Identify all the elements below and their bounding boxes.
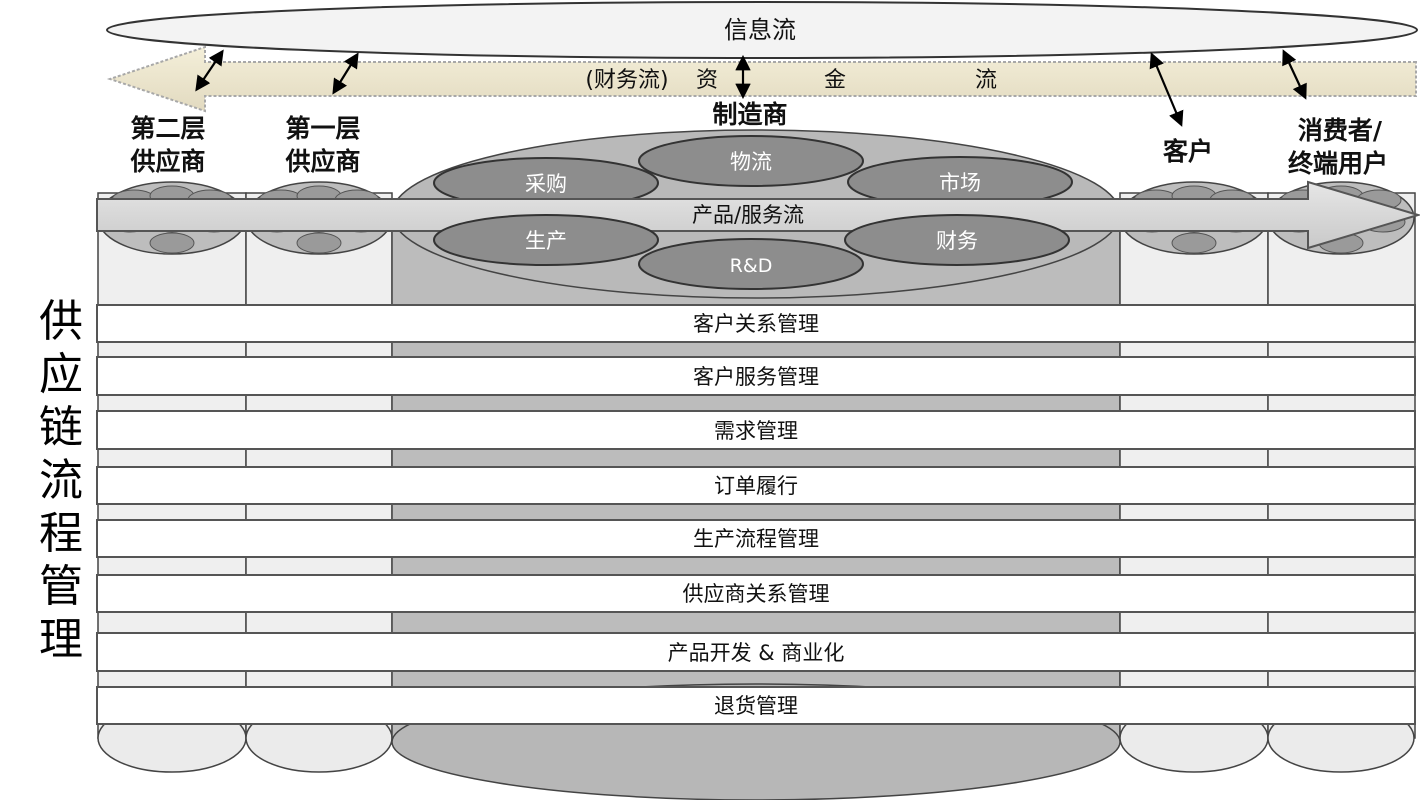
tier1-label-line1: 第一层 bbox=[285, 114, 360, 143]
vertical-title-char: 供 bbox=[39, 296, 83, 347]
process-label-order: 订单履行 bbox=[714, 474, 798, 498]
information-flow-ellipse bbox=[106, 1, 1418, 59]
production-ellipse bbox=[433, 214, 659, 266]
vertical-title-char: 链 bbox=[39, 402, 83, 453]
vertical-title-char: 应 bbox=[39, 349, 83, 400]
purchasing-label: 采购 bbox=[525, 172, 567, 196]
funds-flow-char-2: 金 bbox=[824, 68, 846, 93]
link-arrow-tier1 bbox=[332, 52, 359, 95]
process-bands bbox=[96, 304, 1416, 725]
process-label-product-dev: 产品开发 & 商业化 bbox=[668, 641, 845, 665]
finance-label: 财务 bbox=[936, 229, 978, 253]
finance-ellipse bbox=[844, 214, 1070, 266]
link-arrows bbox=[195, 49, 1307, 127]
process-label-csm: 客户服务管理 bbox=[693, 365, 819, 389]
funds-flow-prefix: (财务流) bbox=[585, 68, 668, 93]
rd-label: R&D bbox=[730, 255, 773, 277]
consumer-label-line1: 消费者/ bbox=[1298, 116, 1383, 145]
rd-ellipse bbox=[638, 238, 864, 290]
vertical-title-char: 流 bbox=[39, 455, 83, 506]
product-service-flow-arrow bbox=[96, 180, 1420, 250]
tier2-label-line1: 第二层 bbox=[130, 114, 205, 143]
vertical-title: 供 应 链 流 程 管 理 bbox=[20, 295, 102, 666]
process-band-returns bbox=[96, 686, 1416, 725]
marketing-label: 市场 bbox=[939, 171, 981, 195]
process-label-crm: 客户关系管理 bbox=[693, 312, 819, 336]
logistics-label: 物流 bbox=[730, 150, 772, 174]
link-arrow-customer bbox=[1149, 52, 1184, 127]
link-arrow-consumer bbox=[1282, 49, 1307, 100]
process-band-csm bbox=[96, 356, 1416, 396]
process-band-manufacturing bbox=[96, 519, 1416, 558]
production-label: 生产 bbox=[525, 229, 567, 253]
process-band-order bbox=[96, 466, 1416, 505]
vertical-title-char: 管 bbox=[39, 561, 83, 612]
customer-label: 客户 bbox=[1163, 137, 1213, 166]
process-band-demand bbox=[96, 410, 1416, 450]
vertical-title-char: 理 bbox=[39, 614, 83, 665]
tier2-label-line2: 供应商 bbox=[129, 147, 205, 176]
process-band-srm bbox=[96, 574, 1416, 613]
link-arrow-tier2 bbox=[195, 49, 224, 92]
vertical-title-char: 程 bbox=[39, 508, 83, 559]
process-label-manufacturing: 生产流程管理 bbox=[693, 527, 819, 551]
process-band-crm bbox=[96, 304, 1416, 343]
process-labels: 客户关系管理 客户服务管理 需求管理 订单履行 生产流程管理 供应商关系管理 产… bbox=[668, 312, 845, 718]
manufacturer-label: 制造商 bbox=[712, 100, 787, 129]
logistics-ellipse bbox=[638, 135, 864, 187]
process-label-demand: 需求管理 bbox=[714, 419, 798, 443]
product-flow-label: 产品/服务流 bbox=[692, 203, 804, 227]
process-label-returns: 退货管理 bbox=[714, 694, 798, 718]
process-band-product-dev bbox=[96, 632, 1416, 672]
tier1-label-line2: 供应商 bbox=[284, 147, 360, 176]
info-flow-label: 信息流 bbox=[724, 16, 796, 44]
funds-flow-char-1: 资 bbox=[696, 68, 718, 93]
funds-flow-char-3: 流 bbox=[975, 68, 997, 93]
function-ellipses bbox=[433, 135, 1073, 209]
process-label-srm: 供应商关系管理 bbox=[683, 582, 830, 606]
consumer-label-line2: 终端用户 bbox=[1288, 149, 1388, 178]
funds-flow-arrow bbox=[106, 45, 1417, 113]
